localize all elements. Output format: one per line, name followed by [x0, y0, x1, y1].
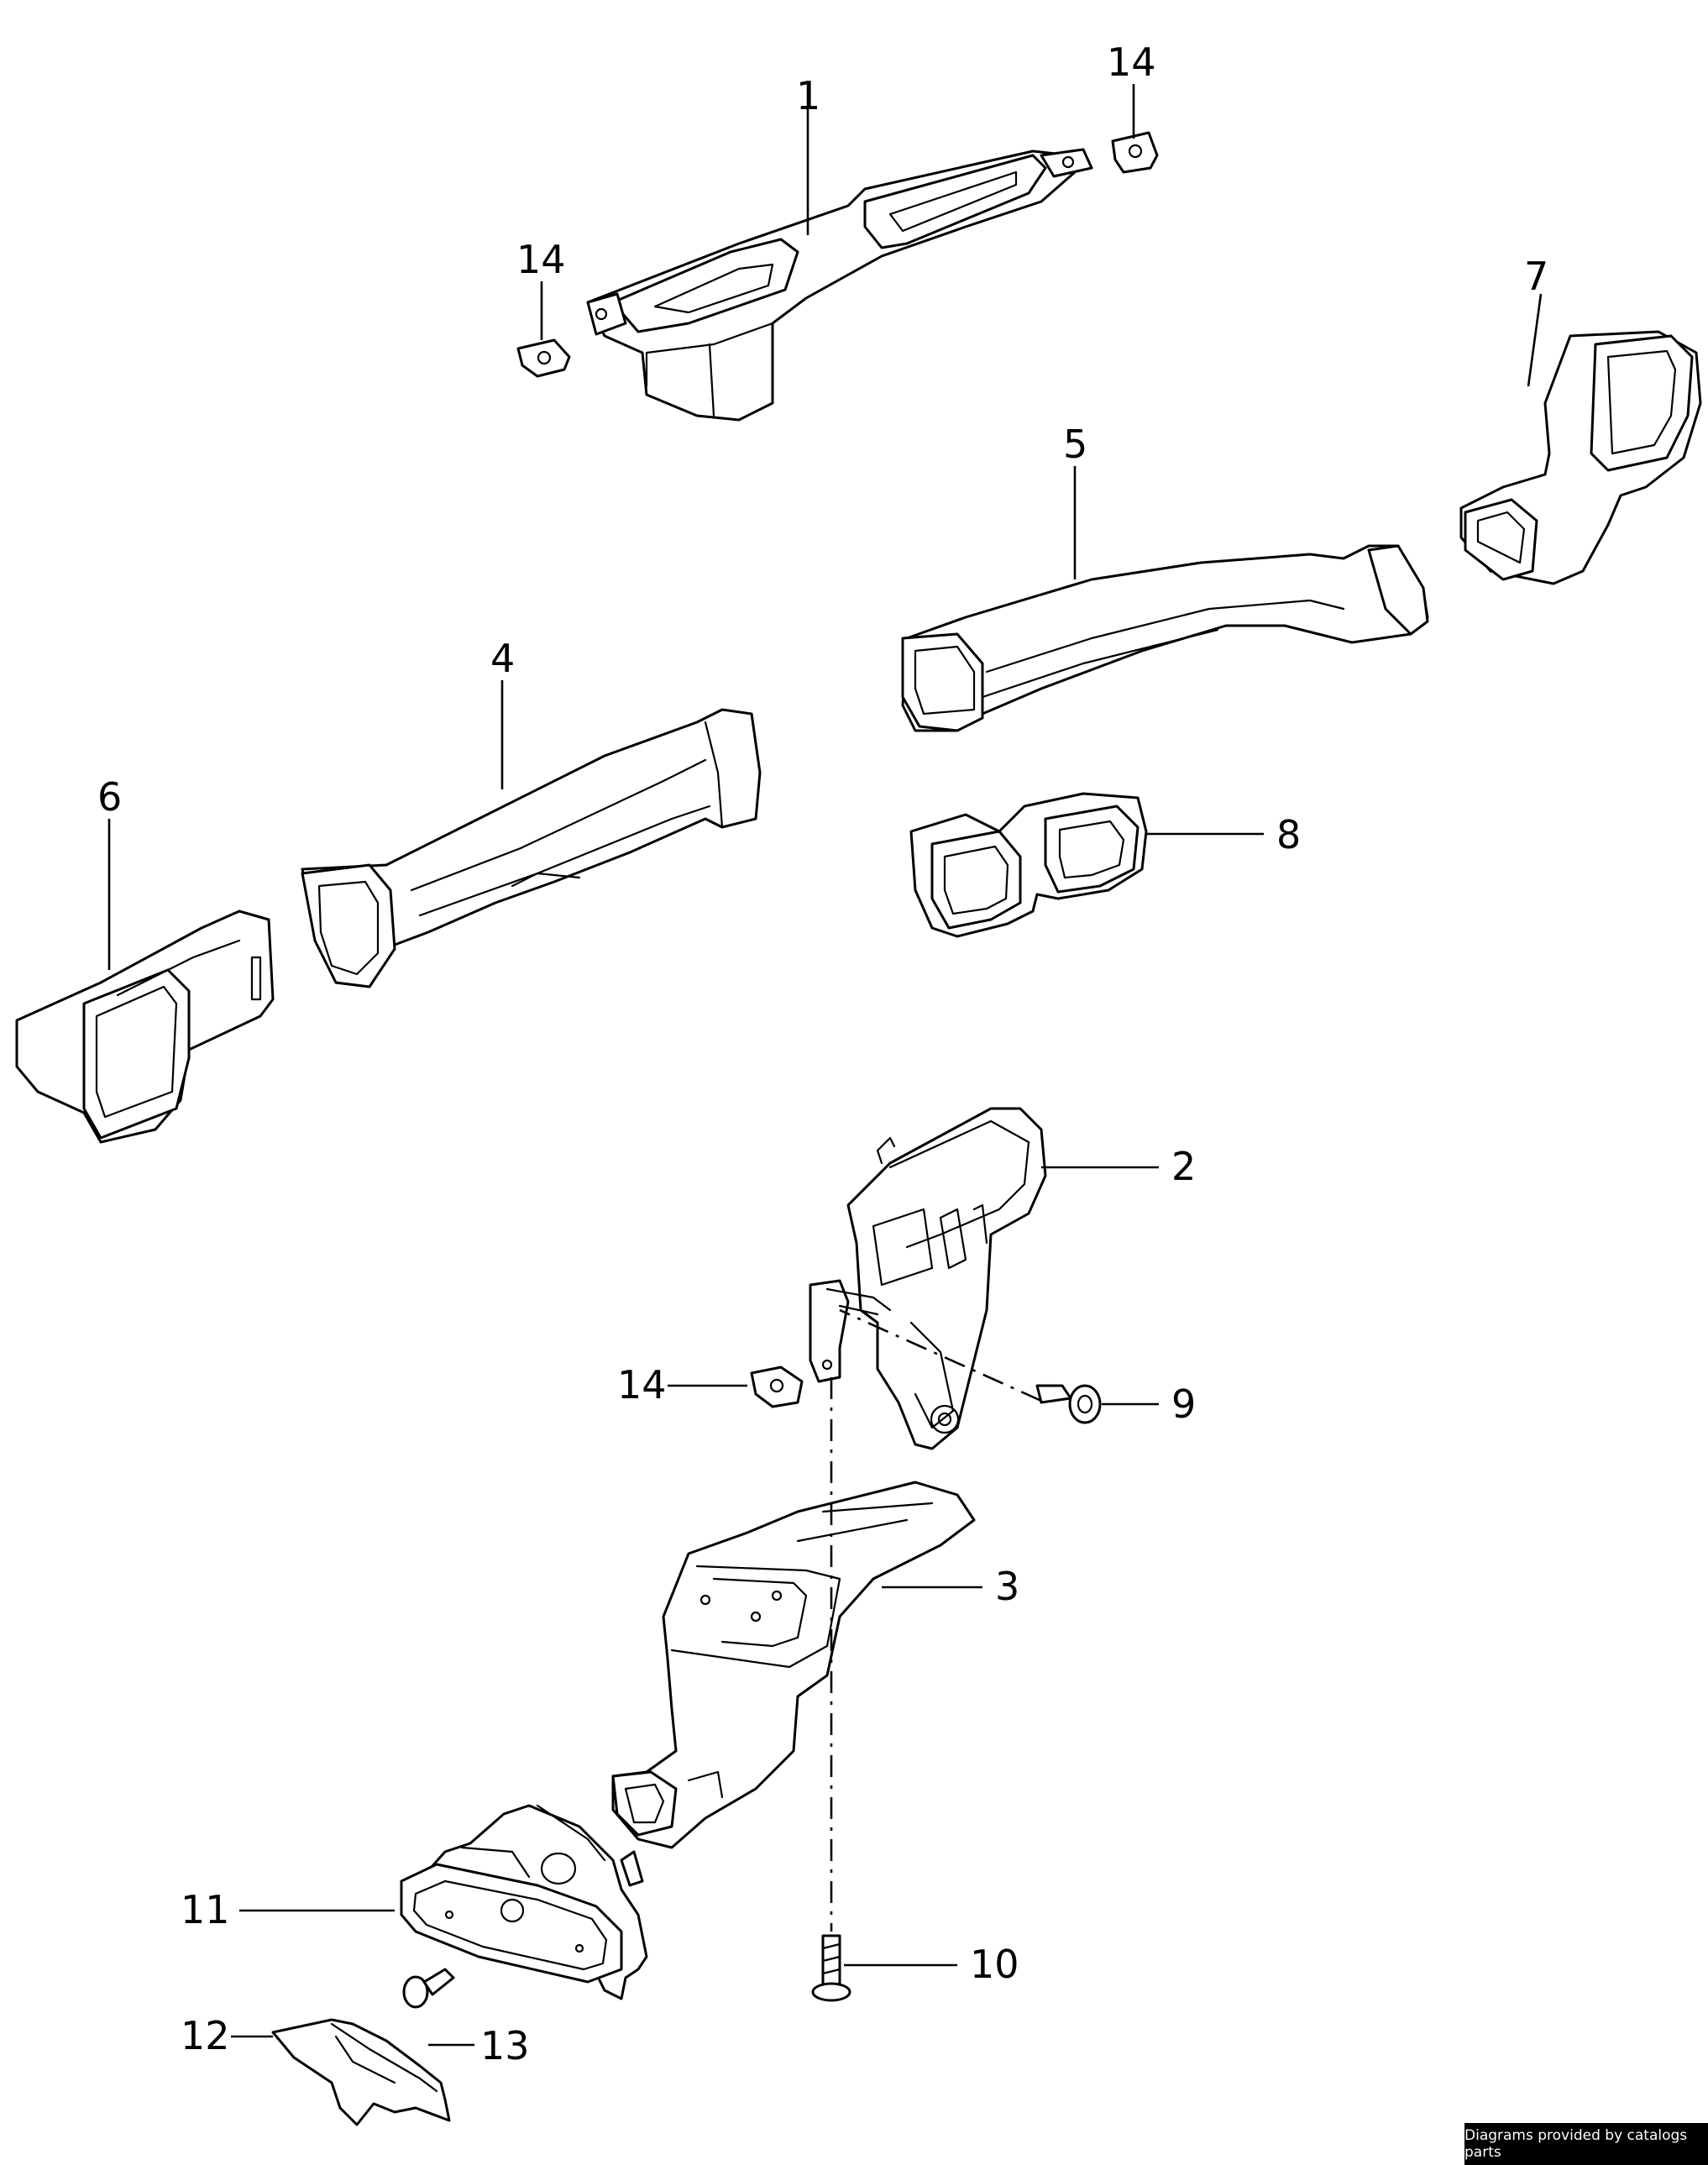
- callout-9: 9: [1171, 1381, 1196, 1427]
- credit-badge: Diagrams provided by catalogs parts: [1464, 2123, 1708, 2165]
- part-3-lower-duct: [611, 1481, 976, 1849]
- callout-14-lower: 14: [617, 1362, 667, 1408]
- callout-13: 13: [480, 2023, 530, 2068]
- callout-5: 5: [1063, 422, 1087, 467]
- part-12-trim-panel: [271, 2018, 451, 2126]
- part-1-air-distributor: [586, 148, 1093, 422]
- part-14-clip-left: [516, 338, 571, 378]
- callout-6: 6: [97, 774, 122, 820]
- callout-14-left: 14: [516, 237, 566, 282]
- part-11-vent: [400, 1804, 648, 2000]
- part-4-long-duct: [301, 708, 762, 988]
- callout-3: 3: [995, 1564, 1019, 1609]
- callout-11: 11: [181, 1887, 230, 1932]
- part-2-bracket: [809, 1107, 1047, 1450]
- callout-2: 2: [1171, 1144, 1196, 1189]
- part-5-curved-duct: [901, 544, 1429, 732]
- part-13-screw: [402, 1968, 455, 2009]
- part-6-short-duct: [15, 910, 275, 1144]
- leader-lines: [107, 84, 1543, 2047]
- part-10-bolt: [811, 1934, 851, 2002]
- part-9-screw: [1035, 1384, 1102, 1424]
- part-14-clip-top: [1111, 131, 1159, 174]
- callout-numbers: 1 14 14 7 5 4 6 8 2 14 9 3 10 11 12 13: [97, 39, 1548, 2068]
- part-7-side-duct: [1459, 330, 1702, 585]
- callout-1: 1: [796, 73, 820, 118]
- callout-12: 12: [181, 2013, 230, 2058]
- part-14-clip-lower: [750, 1366, 804, 1408]
- callout-4: 4: [490, 636, 515, 681]
- callout-10: 10: [970, 1942, 1019, 1987]
- part-8-twin-vent: [909, 792, 1148, 938]
- callout-8: 8: [1276, 812, 1301, 857]
- callout-14-top: 14: [1107, 39, 1156, 85]
- callout-7: 7: [1524, 254, 1548, 299]
